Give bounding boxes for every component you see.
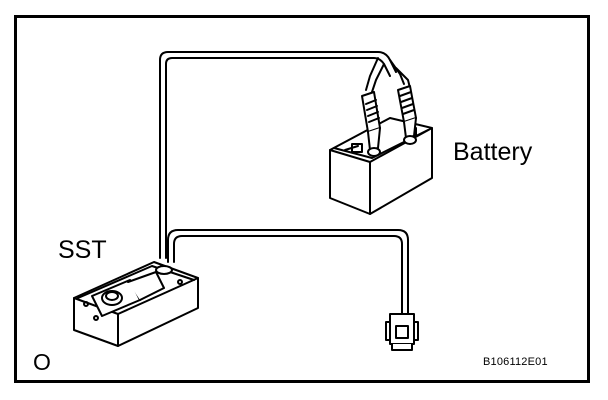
connector-cable — [167, 229, 409, 319]
battery — [329, 117, 433, 215]
battery-label: Battery — [453, 138, 533, 166]
sst-label: SST — [58, 236, 107, 264]
battery-clip-left — [361, 91, 381, 157]
corner-mark: O — [33, 349, 51, 375]
battery-cable — [159, 51, 411, 259]
battery-clip-right — [397, 85, 417, 145]
figure-code: B106112E01 — [483, 356, 548, 368]
sst-tester — [73, 261, 199, 347]
diagram-frame — [14, 15, 590, 383]
connector-plug — [385, 313, 419, 351]
